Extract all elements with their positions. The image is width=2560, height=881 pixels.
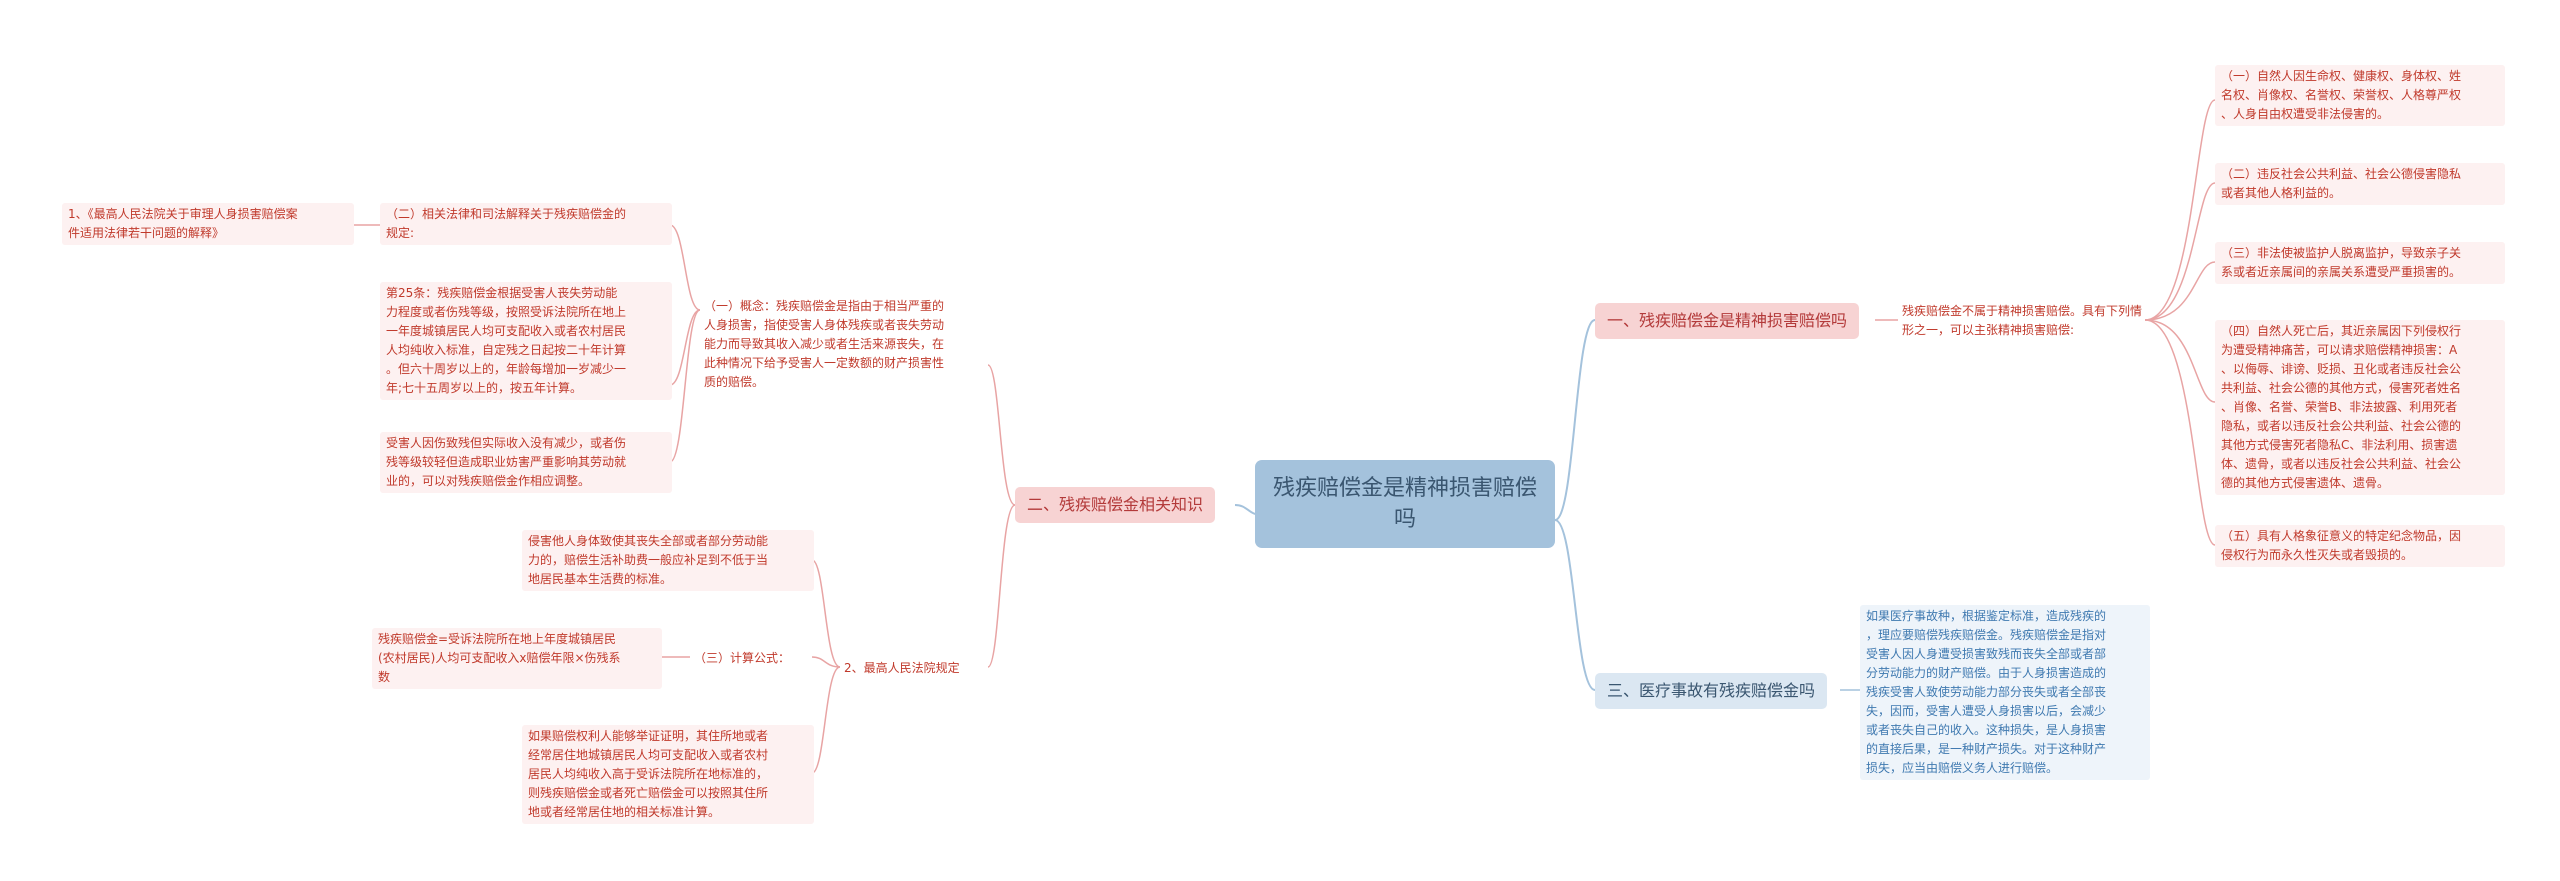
branch-1-item-1: （一）自然人因生命权、健康权、身体权、姓 名权、肖像权、名誉权、荣誉权、人格尊严…: [2215, 65, 2505, 126]
branch-1-item-2: （二）违反社会公共利益、社会公德侵害隐私 或者其他人格利益的。: [2215, 163, 2505, 205]
formula-label: （三）计算公式：: [694, 651, 791, 665]
branch-1-item-5: （五）具有人格象征意义的特定纪念物品，因 侵权行为而永久性灭失或者毁损的。: [2215, 525, 2505, 567]
higher-standard: 如果赔偿权利人能够举证证明，其住所地或者 经常居住地城镇居民人均可支配收入或者农…: [522, 725, 814, 824]
branch-1-item-4: （四）自然人死亡后，其近亲属因下列侵权行 为遭受精神痛苦，可以请求赔偿精神损害：…: [2215, 320, 2505, 495]
formula-text: 残疾赔偿金=受诉法院所在地上年度城镇居民 (农村居民)人均可支配收入x赔偿年限×…: [372, 628, 662, 689]
branch-1-item-3: （三）非法使被监护人脱离监护，导致亲子关 系或者近亲属间的亲属关系遭受严重损害的…: [2215, 242, 2505, 284]
root-topic[interactable]: 残疾赔偿金是精神损害赔偿吗: [1255, 460, 1555, 548]
branch-1-title[interactable]: 一、残疾赔偿金是精神损害赔偿吗: [1595, 303, 1860, 339]
law-label: （二）相关法律和司法解释关于残疾赔偿金的 规定:: [380, 203, 672, 245]
law-article-25: 第25条：残疾赔偿金根据受害人丧失劳动能 力程度或者伤残等级，按照受诉法院所在地…: [380, 282, 672, 400]
branch-1-intro: 残疾赔偿金不属于精神损害赔偿。具有下列情 形之一，可以主张精神损害赔偿:: [1902, 304, 2143, 337]
law-source: 1、《最高人民法院关于审理人身损害赔偿案 件适用法律若干问题的解释》: [62, 203, 354, 245]
law-adjustment: 受害人因伤致残但实际收入没有减少，或者伤 残等级较轻但造成职业妨害严重影响其劳动…: [380, 432, 672, 493]
branch-2-title[interactable]: 二、残疾赔偿金相关知识: [1015, 487, 1216, 523]
branch-3-title[interactable]: 三、医疗事故有残疾赔偿金吗: [1595, 673, 1828, 709]
branch-2-concept: （一）概念：残疾赔偿金是指由于相当严重的 人身损害，指使受害人身体残疾或者丧失劳…: [704, 299, 945, 389]
branch-3-text: 如果医疗事故种，根据鉴定标准，造成残疾的 ，理应要赔偿残疾赔偿金。残疾赔偿金是指…: [1860, 605, 2150, 780]
living-allowance: 侵害他人身体致使其丧失全部或者部分劳动能 力的，赔偿生活补助费一般应补足到不低于…: [522, 530, 814, 591]
supreme-court-rules: 2、最高人民法院规定: [844, 661, 960, 675]
